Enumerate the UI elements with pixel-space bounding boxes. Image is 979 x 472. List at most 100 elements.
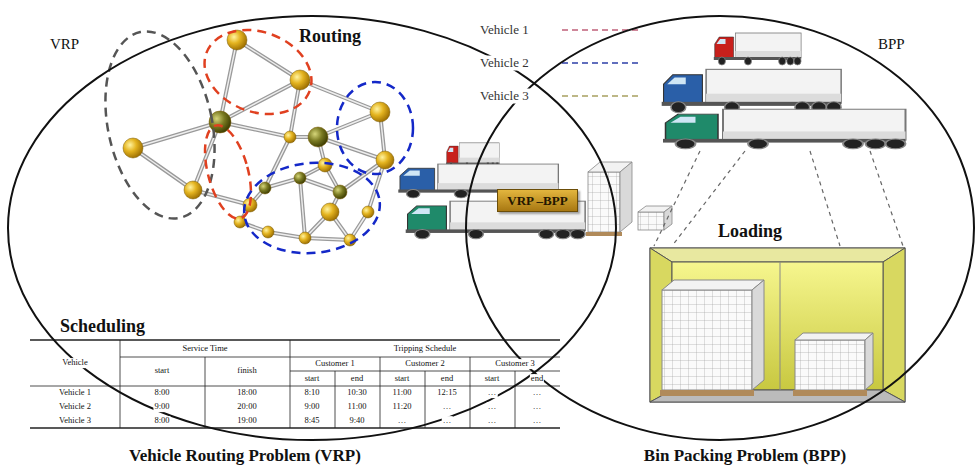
table-grid	[515, 371, 516, 428]
route-cluster	[196, 120, 259, 223]
table-cell: …	[487, 402, 498, 412]
table-cell: start	[484, 374, 501, 384]
link-shine	[133, 40, 385, 240]
legend-text: Vehicle 2	[478, 56, 531, 71]
region-tag-holder: VRP	[50, 36, 79, 53]
truck	[398, 33, 905, 239]
table-cell: …	[532, 388, 543, 398]
loading-guide	[654, 151, 903, 246]
table-grid	[120, 340, 121, 428]
table-cell: …	[487, 388, 498, 398]
table-cell: Customer 1	[314, 359, 355, 369]
table-cell: 8:00	[153, 388, 170, 398]
table-grid	[205, 357, 206, 428]
table-text: …	[397, 416, 408, 426]
table-cell: Vehicle 3	[58, 416, 92, 426]
table-cell: Service Time	[181, 344, 228, 354]
table-cell: finish	[236, 366, 257, 376]
table-cell: Vehicle 2	[58, 402, 92, 412]
truck	[663, 109, 906, 149]
loading-guide	[810, 151, 840, 246]
network-node	[376, 151, 394, 169]
table-cell: 8:00	[153, 416, 170, 426]
route-cluster	[240, 157, 383, 259]
table-cell: 11:00	[391, 388, 412, 398]
legend-entry: Vehicle 2	[478, 56, 531, 71]
table-grid	[290, 340, 291, 428]
truck	[714, 33, 801, 65]
region-tag-holder: BPP	[878, 36, 905, 53]
route-cluster	[89, 21, 230, 228]
table-text: Customer 3	[494, 359, 535, 369]
table-text: end	[440, 374, 454, 384]
table-text: …	[442, 416, 453, 426]
container	[650, 248, 905, 402]
caption-holder: Bin Packing Problem (BPP)	[644, 446, 846, 466]
table-cell: start	[394, 374, 411, 384]
box-stack	[620, 162, 632, 232]
network-node	[333, 185, 347, 199]
table-text: start	[304, 374, 321, 384]
table-text: 12:15	[436, 388, 457, 398]
legend-text: Vehicle 3	[478, 89, 531, 104]
section-heading-holder: Scheduling	[58, 316, 147, 337]
route-cluster	[337, 82, 413, 174]
network-node	[259, 182, 271, 194]
container	[752, 280, 764, 390]
table-text: 19:00	[236, 416, 257, 426]
network-node	[123, 138, 143, 158]
container	[795, 340, 865, 390]
table-cell: end	[440, 374, 454, 384]
region-tag: BPP	[878, 36, 905, 53]
section-heading: Routing	[297, 26, 363, 47]
table-text: 8:45	[303, 416, 320, 426]
table-cell: Tripping Schedule	[393, 344, 458, 354]
network-links	[133, 40, 385, 240]
table-cell: 12:15	[436, 388, 457, 398]
table-text: …	[487, 388, 498, 398]
table-cell: 20:00	[236, 402, 257, 412]
table-grid	[120, 357, 560, 358]
network-node	[262, 226, 274, 238]
caption-text: Vehicle Routing Problem (VRP)	[129, 446, 361, 466]
route-cluster	[89, 16, 413, 259]
table-text: …	[487, 402, 498, 412]
overlap-box: VRP –BPP	[497, 189, 578, 212]
section-heading-holder: Loading	[716, 221, 784, 242]
box-label-holder: VRP –BPP	[507, 193, 567, 208]
table-cell: end	[530, 374, 544, 384]
table-cell: start	[304, 374, 321, 384]
network-node	[321, 203, 339, 221]
table-text: Vehicle 3	[58, 416, 92, 426]
table-cell: Vehicle 1	[58, 388, 92, 398]
table-text: …	[532, 416, 543, 426]
table-text: finish	[236, 366, 257, 376]
table-text: 9:00	[153, 402, 170, 412]
network-node	[308, 127, 328, 147]
container	[793, 390, 867, 396]
table-cell: 19:00	[236, 416, 257, 426]
legend-entry: Vehicle 3	[478, 89, 531, 104]
table-text: 9:40	[348, 416, 365, 426]
table-text: …	[532, 388, 543, 398]
table-cell: end	[350, 374, 364, 384]
table-text: start	[154, 366, 171, 376]
table-text: 10:30	[346, 388, 367, 398]
table-text: start	[484, 374, 501, 384]
table-text: 8:10	[303, 388, 320, 398]
container	[883, 248, 905, 402]
table-cell: 18:00	[236, 388, 257, 398]
box-label: VRP –BPP	[507, 193, 567, 208]
table-text: 8:00	[153, 388, 170, 398]
table-cell: 9:00	[153, 402, 170, 412]
table-text: Tripping Schedule	[393, 344, 458, 354]
caption-text: Bin Packing Problem (BPP)	[644, 446, 846, 466]
table-text: 18:00	[236, 388, 257, 398]
table-cell: 8:10	[303, 388, 320, 398]
section-heading: Loading	[716, 221, 784, 242]
table-grid	[30, 427, 560, 429]
table-cell: 9:00	[303, 402, 320, 412]
network-node	[184, 181, 202, 199]
table-text: 11:00	[346, 402, 367, 412]
legend-line	[562, 62, 640, 64]
